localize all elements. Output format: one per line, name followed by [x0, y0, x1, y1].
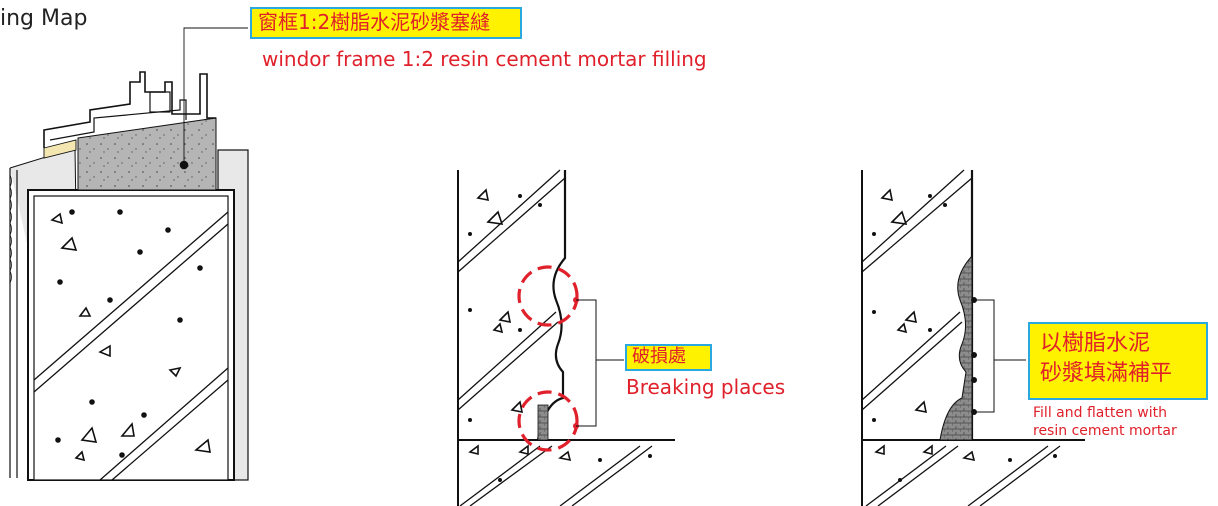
window-frame-label-en: windor frame 1:2 resin cement mortar fil…: [262, 47, 707, 71]
fill-label-en-line2: resin cement mortar: [1033, 423, 1177, 440]
filled-section: [861, 169, 1085, 506]
fill-label-zh-line2: 砂漿填滿補平: [1040, 360, 1173, 386]
breaking-label-en: Breaking places: [626, 375, 786, 399]
breaking-section: [457, 169, 675, 506]
fill-label-zh: 以樹脂水泥 砂漿填滿補平: [1028, 322, 1208, 400]
window-frame-label-zh: 窗框1:2樹脂水泥砂漿塞縫: [250, 7, 522, 39]
breaking-label-zh: 破損處: [625, 344, 712, 371]
fill-label-en-line1: Fill and flatten with: [1033, 405, 1167, 421]
window-frame-section: [9, 27, 249, 481]
fill-label-en: Fill and flatten with resin cement morta…: [1033, 404, 1213, 440]
fill-label-zh-line1: 以樹脂水泥: [1040, 331, 1151, 356]
page-title: ing Map: [0, 6, 88, 31]
